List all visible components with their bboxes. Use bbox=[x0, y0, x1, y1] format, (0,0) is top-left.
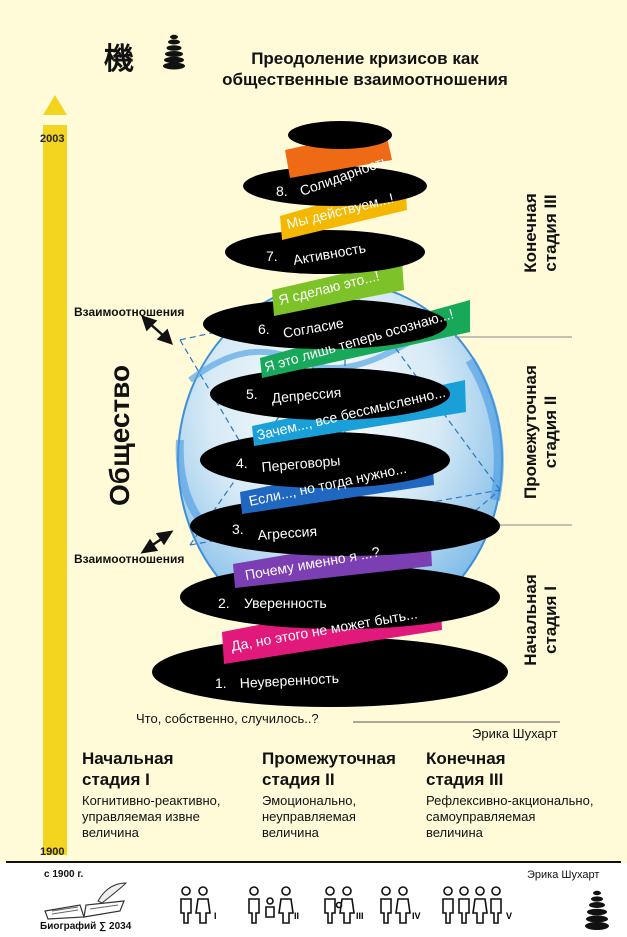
side-stage-final-line2: стадия III bbox=[541, 194, 560, 272]
side-stage-final-line1: Конечная bbox=[521, 193, 540, 273]
spiral-disc-3 bbox=[190, 496, 500, 556]
side-stage-middle-line1: Промежуточная bbox=[521, 365, 540, 499]
family-numeral-3: III bbox=[356, 911, 364, 921]
step-num-4: 4. bbox=[236, 455, 248, 471]
footer-since: с 1900 г. bbox=[44, 869, 84, 880]
step-num-5: 5. bbox=[246, 386, 258, 402]
column-middle-desc2: неуправляемая bbox=[262, 809, 356, 824]
side-stage-initial: Начальная стадия I bbox=[521, 570, 563, 670]
step-num-6: 6. bbox=[258, 321, 270, 337]
title-line-1: Преодоление кризисов как bbox=[251, 49, 479, 68]
family-numeral-4: IV bbox=[412, 911, 421, 921]
family-icon bbox=[324, 886, 355, 924]
column-initial-desc3: величина bbox=[82, 825, 139, 840]
column-final-desc2: самоуправляемая bbox=[426, 809, 536, 824]
column-middle: Промежуточная стадия II Эмоционально, не… bbox=[262, 748, 427, 841]
title-line-2: общественные взаимоотношения bbox=[222, 70, 508, 89]
couple-icon bbox=[180, 886, 211, 924]
footer-book: Биографий ∑ 2034 bbox=[40, 921, 132, 932]
author-signature: Эрика Шухарт bbox=[472, 726, 558, 741]
timeline-year-bottom: 1900 bbox=[40, 846, 65, 858]
step-label-3: Агрессия bbox=[257, 523, 317, 543]
logo: 機 bbox=[100, 32, 196, 77]
spiral-disc-6 bbox=[203, 299, 447, 349]
family-icon bbox=[248, 886, 294, 924]
column-middle-title2: стадия II bbox=[262, 770, 335, 789]
double-arrow-top-icon bbox=[141, 315, 173, 345]
timeline-year-top: 2003 bbox=[40, 133, 65, 145]
column-final-desc1: Рефлексивно-акционально, bbox=[426, 793, 594, 808]
family-numeral-2: II bbox=[294, 911, 300, 921]
society-label: Общество bbox=[104, 364, 135, 506]
spiral-top-disc bbox=[288, 121, 392, 149]
spiral-band-6 bbox=[272, 260, 404, 316]
footer-author: Эрика Шухарт bbox=[527, 869, 600, 881]
spiral-disc-8 bbox=[243, 166, 427, 206]
timeline-arrow-icon bbox=[43, 95, 67, 115]
spiral-disc-5 bbox=[210, 368, 450, 420]
column-initial: Начальная стадия I Когнитивно-реактивно,… bbox=[82, 748, 262, 841]
double-arrow-bottom-icon bbox=[140, 530, 174, 554]
spiral-disc-7 bbox=[225, 230, 425, 274]
step-label-4: Переговоры bbox=[261, 452, 341, 475]
column-final-desc3: величина bbox=[426, 825, 483, 840]
step-num-3: 3. bbox=[232, 521, 244, 537]
open-book-icon bbox=[44, 882, 128, 920]
column-middle-desc1: Эмоционально, bbox=[262, 793, 357, 808]
family-numeral-1: I bbox=[214, 911, 217, 921]
page-title: Преодоление кризисов как общественные вз… bbox=[150, 48, 580, 90]
column-initial-title2: стадия I bbox=[82, 770, 150, 789]
family-numeral-5: V bbox=[506, 911, 513, 921]
step-num-7: 7. bbox=[266, 248, 278, 264]
side-stage-initial-line1: Начальная bbox=[521, 574, 540, 666]
step-label-5: Депрессия bbox=[271, 384, 342, 406]
question-text: Что, собственно, случилось..? bbox=[136, 711, 319, 726]
family-group-5: V bbox=[440, 885, 520, 927]
column-initial-title1: Начальная bbox=[82, 749, 174, 768]
spiral bbox=[152, 121, 508, 707]
timeline-bar bbox=[43, 125, 67, 855]
step-label-2: Уверенность bbox=[244, 595, 327, 611]
relations-label-top: Взаимоотношения bbox=[74, 305, 185, 319]
column-final: Конечная стадия III Рефлексивно-акционал… bbox=[426, 748, 621, 841]
footer-divider bbox=[6, 861, 621, 863]
side-stage-middle-line2: стадия II bbox=[541, 395, 560, 469]
footer: с 1900 г. Эрика Шухарт Биографий ∑ 2034 … bbox=[0, 863, 627, 937]
column-middle-title1: Промежуточная bbox=[262, 749, 396, 768]
family-icon bbox=[442, 886, 502, 924]
side-stage-initial-line2: стадия I bbox=[541, 586, 560, 654]
relations-label-bottom: Взаимоотношения bbox=[74, 552, 185, 566]
side-stage-final: Конечная стадия III bbox=[521, 183, 563, 283]
family-group-2: II bbox=[246, 885, 306, 927]
couple-icon bbox=[380, 886, 411, 924]
column-initial-desc1: Когнитивно-реактивно, bbox=[82, 793, 221, 808]
column-initial-desc2: управляемая извне bbox=[82, 809, 200, 824]
spiral-disc-4 bbox=[200, 432, 450, 488]
spiral-logo-icon bbox=[163, 34, 185, 70]
family-group-1: I bbox=[178, 885, 228, 927]
step-num-2: 2. bbox=[218, 595, 230, 611]
family-group-3: III bbox=[322, 885, 372, 927]
column-middle-desc3: величина bbox=[262, 825, 319, 840]
step-label-1: Неуверенность bbox=[239, 670, 339, 691]
logo-character: 機 bbox=[104, 42, 134, 77]
column-final-title1: Конечная bbox=[426, 749, 506, 768]
family-group-4: IV bbox=[378, 885, 430, 927]
side-stage-middle: Промежуточная стадия II bbox=[521, 359, 563, 505]
spiral-logo-footer-icon bbox=[585, 890, 609, 930]
step-num-1: 1. bbox=[215, 675, 227, 691]
column-final-title2: стадия III bbox=[426, 770, 504, 789]
step-num-8: 8. bbox=[276, 183, 288, 199]
